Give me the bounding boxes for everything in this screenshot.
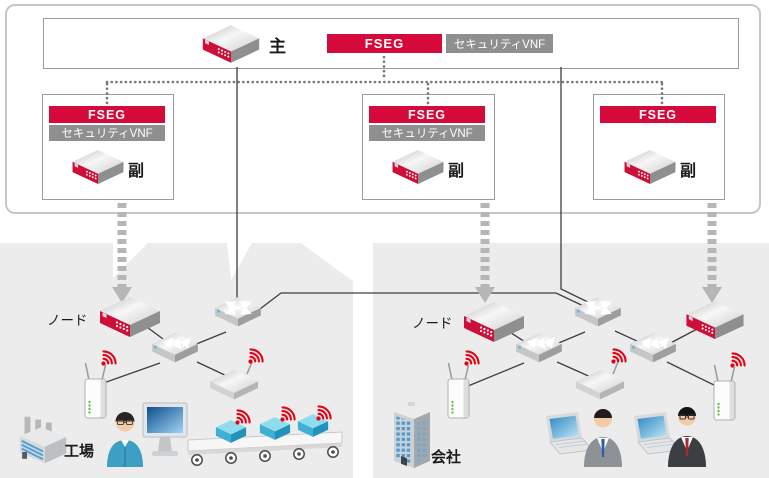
fseg-badge-sub1: FSEG <box>49 106 165 123</box>
fseg-badge-main: FSEG <box>327 34 442 53</box>
fseg-badge-sub2: FSEG <box>369 106 485 123</box>
wifi-signal-icon <box>234 406 256 426</box>
sub-device-label-1: 副 <box>128 163 145 180</box>
wifi-signal-icon <box>610 345 632 365</box>
factory-icon <box>12 410 72 466</box>
conveyor-group <box>186 402 348 470</box>
site-label-factory: 工場 <box>64 443 95 460</box>
site-label-company: 会社 <box>431 449 462 466</box>
sub-device-label-2: 副 <box>448 163 465 180</box>
wifi-signal-icon <box>100 347 122 367</box>
monitor-icon <box>140 401 190 465</box>
flat-access-point-icon <box>205 360 263 402</box>
businessman-icon <box>580 405 626 467</box>
wifi-signal-icon <box>279 403 301 423</box>
node-label-company: ノード <box>412 316 453 331</box>
sub-network-appliance-icon <box>622 149 678 185</box>
security-vnf-badge-sub2: セキュリティVNF <box>369 125 485 141</box>
security-vnf-badge-main: セキュリティVNF <box>446 34 553 53</box>
wire-left-switch-to-right-switch <box>255 292 593 313</box>
fseg-badge-sub3: FSEG <box>600 106 716 123</box>
l3-switch-icon <box>212 295 264 335</box>
standing-access-point-icon <box>707 362 743 422</box>
standing-access-point-icon <box>441 360 477 420</box>
wifi-signal-icon <box>463 347 485 367</box>
l2-switch-icon <box>513 331 565 371</box>
main-device-label: 主 <box>269 37 286 56</box>
tunnel-arrows <box>117 203 717 287</box>
businessman-icon <box>664 403 710 467</box>
flat-access-point-icon <box>571 360 629 402</box>
sub-network-appliance-icon <box>390 149 446 185</box>
main-network-appliance-icon <box>200 24 262 64</box>
tunnel-arrow-heads <box>112 287 722 303</box>
security-vnf-badge-sub1: セキュリティVNF <box>49 125 165 141</box>
wifi-signal-icon <box>247 345 269 365</box>
vnf-platform-container <box>5 4 761 214</box>
wifi-signal-icon <box>315 402 337 422</box>
node-label-factory: ノード <box>47 313 88 328</box>
l3-switch-icon <box>572 295 624 335</box>
sub-device-label-3: 副 <box>680 163 697 180</box>
edge-appliance-icon <box>683 300 747 340</box>
l2-switch-icon <box>149 331 201 371</box>
sub-network-appliance-icon <box>70 149 126 185</box>
wifi-signal-icon <box>729 349 751 369</box>
l2-switch-icon <box>627 331 679 371</box>
